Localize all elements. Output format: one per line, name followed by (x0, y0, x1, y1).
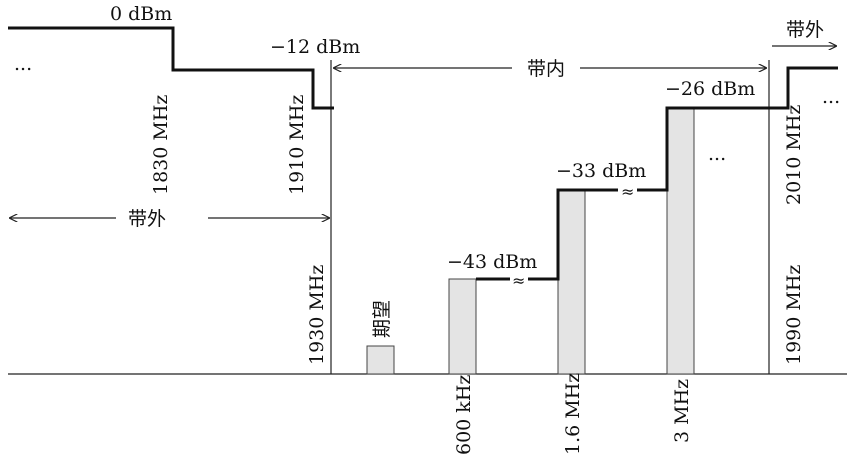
blocker-bar-3mhz (666, 107, 695, 375)
level-0-label: 0 dBm (110, 3, 172, 25)
blocker-bar-600khz (448, 278, 477, 375)
level-12-label: −12 dBm (270, 36, 360, 58)
out-of-band-right-label: 带外 (786, 19, 824, 41)
level-26-label: −26 dBm (665, 78, 755, 100)
blocker-bar-1-6mhz (557, 189, 586, 375)
offset-1-6mhz-label: 1.6 MHz (562, 373, 584, 455)
level-33-line (528, 188, 618, 281)
ellipsis-left: ... (14, 53, 32, 75)
desired-signal-bar (366, 345, 395, 375)
freq-2010-label: 2010 MHz (783, 105, 805, 205)
ellipsis-mid: ... (708, 143, 726, 165)
out-of-band-left-label: 带外 (128, 208, 166, 230)
freq-1910-label: 1910 MHz (286, 95, 308, 195)
level-26-line (637, 66, 838, 192)
offset-3mhz-label: 3 MHz (671, 379, 693, 443)
axis-break-1: ≈ (512, 271, 525, 290)
oob-left-label-bg (116, 206, 208, 232)
level-43-label: −43 dBm (447, 251, 537, 273)
freq-1990-label: 1990 MHz (783, 265, 805, 365)
axis-break-2: ≈ (621, 182, 634, 201)
offset-600khz-label: 600 kHz (453, 375, 475, 455)
in-band-label-bg (512, 56, 580, 82)
level-33-label: −33 dBm (556, 160, 646, 182)
desired-label: 期望 (371, 300, 393, 338)
freq-1930-label: 1930 MHz (306, 265, 328, 365)
freq-1830-label: 1830 MHz (150, 95, 172, 195)
in-band-label: 带内 (527, 58, 565, 80)
oob-left-level-line (8, 26, 334, 110)
ellipsis-right: ... (822, 86, 840, 108)
